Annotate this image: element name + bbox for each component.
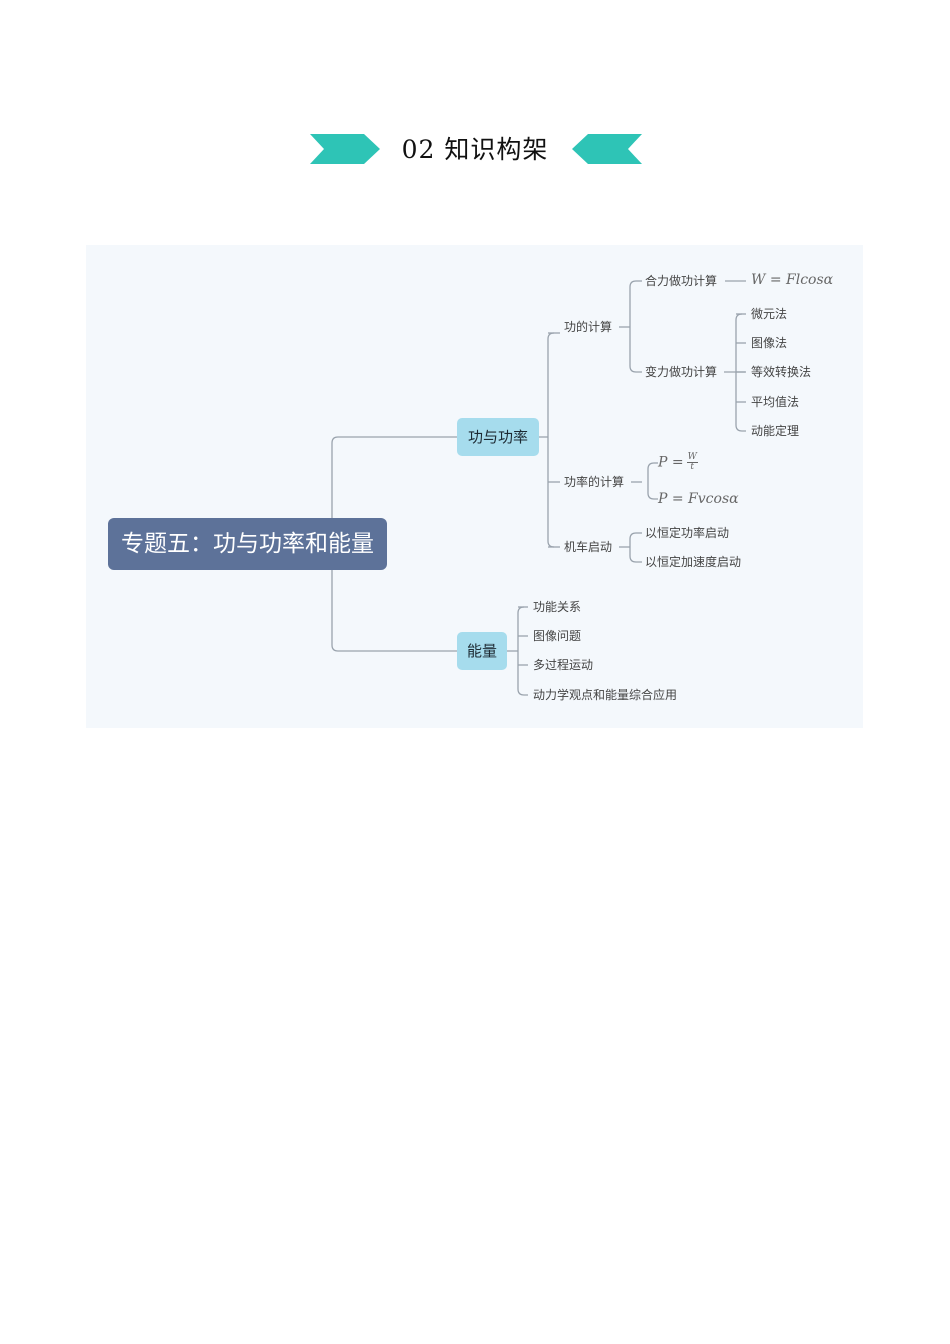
node-resultant-work: 合力做功计算	[645, 274, 718, 288]
node-power-calc: 功率的计算	[564, 475, 625, 489]
node-engine-start: 机车启动	[564, 540, 613, 554]
formula-work: W = Flcosα	[751, 272, 834, 288]
chevron-right-icon	[310, 134, 380, 164]
method-item: 等效转换法	[751, 365, 812, 379]
method-item: 图像法	[751, 336, 788, 350]
mode-item: 以恒定功率启动	[645, 526, 730, 540]
formula-power-instant: P = Fvcosα	[658, 491, 739, 507]
energy-item: 功能关系	[533, 600, 582, 614]
method-item: 微元法	[751, 307, 788, 321]
chevron-left-icon	[572, 134, 642, 164]
mind-map: 专题五：功与功率和能量 功与功率 能量 功的计算 合力做功计算 W = Flco…	[86, 245, 863, 728]
node-work-calc: 功的计算	[564, 320, 613, 334]
mode-item: 以恒定加速度启动	[645, 555, 742, 569]
root-topic: 专题五：功与功率和能量	[108, 518, 387, 570]
method-item: 动能定理	[751, 424, 800, 438]
fraction-numerator: W	[686, 452, 698, 463]
formula-lhs: P =	[658, 454, 684, 471]
method-item: 平均值法	[751, 395, 800, 409]
fraction-denominator: t	[690, 462, 695, 472]
energy-item: 图像问题	[533, 629, 582, 643]
section-title: 02 知识构架	[401, 135, 549, 164]
branch-energy: 能量	[457, 632, 507, 670]
energy-item: 动力学观点和能量综合应用	[533, 688, 678, 702]
branch-work-and-power: 功与功率	[457, 418, 539, 456]
connector-lines	[331, 280, 746, 696]
energy-item: 多过程运动	[533, 658, 594, 672]
section-header: 02 知识构架	[0, 128, 950, 172]
node-variable-work: 变力做功计算	[645, 365, 718, 379]
